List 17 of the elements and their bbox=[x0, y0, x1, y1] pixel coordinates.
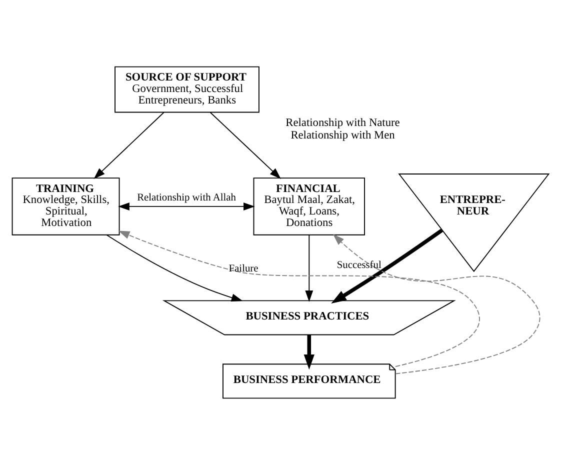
arrow bbox=[118, 230, 480, 366]
edge-label: Successful bbox=[336, 259, 382, 270]
arrow bbox=[118, 202, 255, 210]
node-box: SOURCE OF SUPPORT Government, Successful Entrepreneurs, Banks bbox=[114, 66, 260, 112]
node-box: FINANCIAL Baytul Maal, Zakat, Waqf, Loans, Donations bbox=[253, 177, 366, 235]
node-label: Relationship with Men bbox=[290, 128, 395, 141]
arrow bbox=[332, 234, 540, 374]
arrow bbox=[305, 234, 314, 302]
edge-label: Failure bbox=[228, 263, 258, 274]
node-box: TRAINING Knowledge, Skills, Spiritual, Motivation bbox=[12, 177, 120, 235]
arrow bbox=[94, 111, 164, 178]
arrow bbox=[210, 111, 281, 178]
arrow bbox=[106, 234, 243, 301]
arrow bbox=[304, 334, 314, 370]
arrow bbox=[331, 228, 443, 303]
node-label: Relationship with Nature bbox=[286, 116, 400, 129]
edge-label: Relationship with Allah bbox=[137, 192, 236, 204]
